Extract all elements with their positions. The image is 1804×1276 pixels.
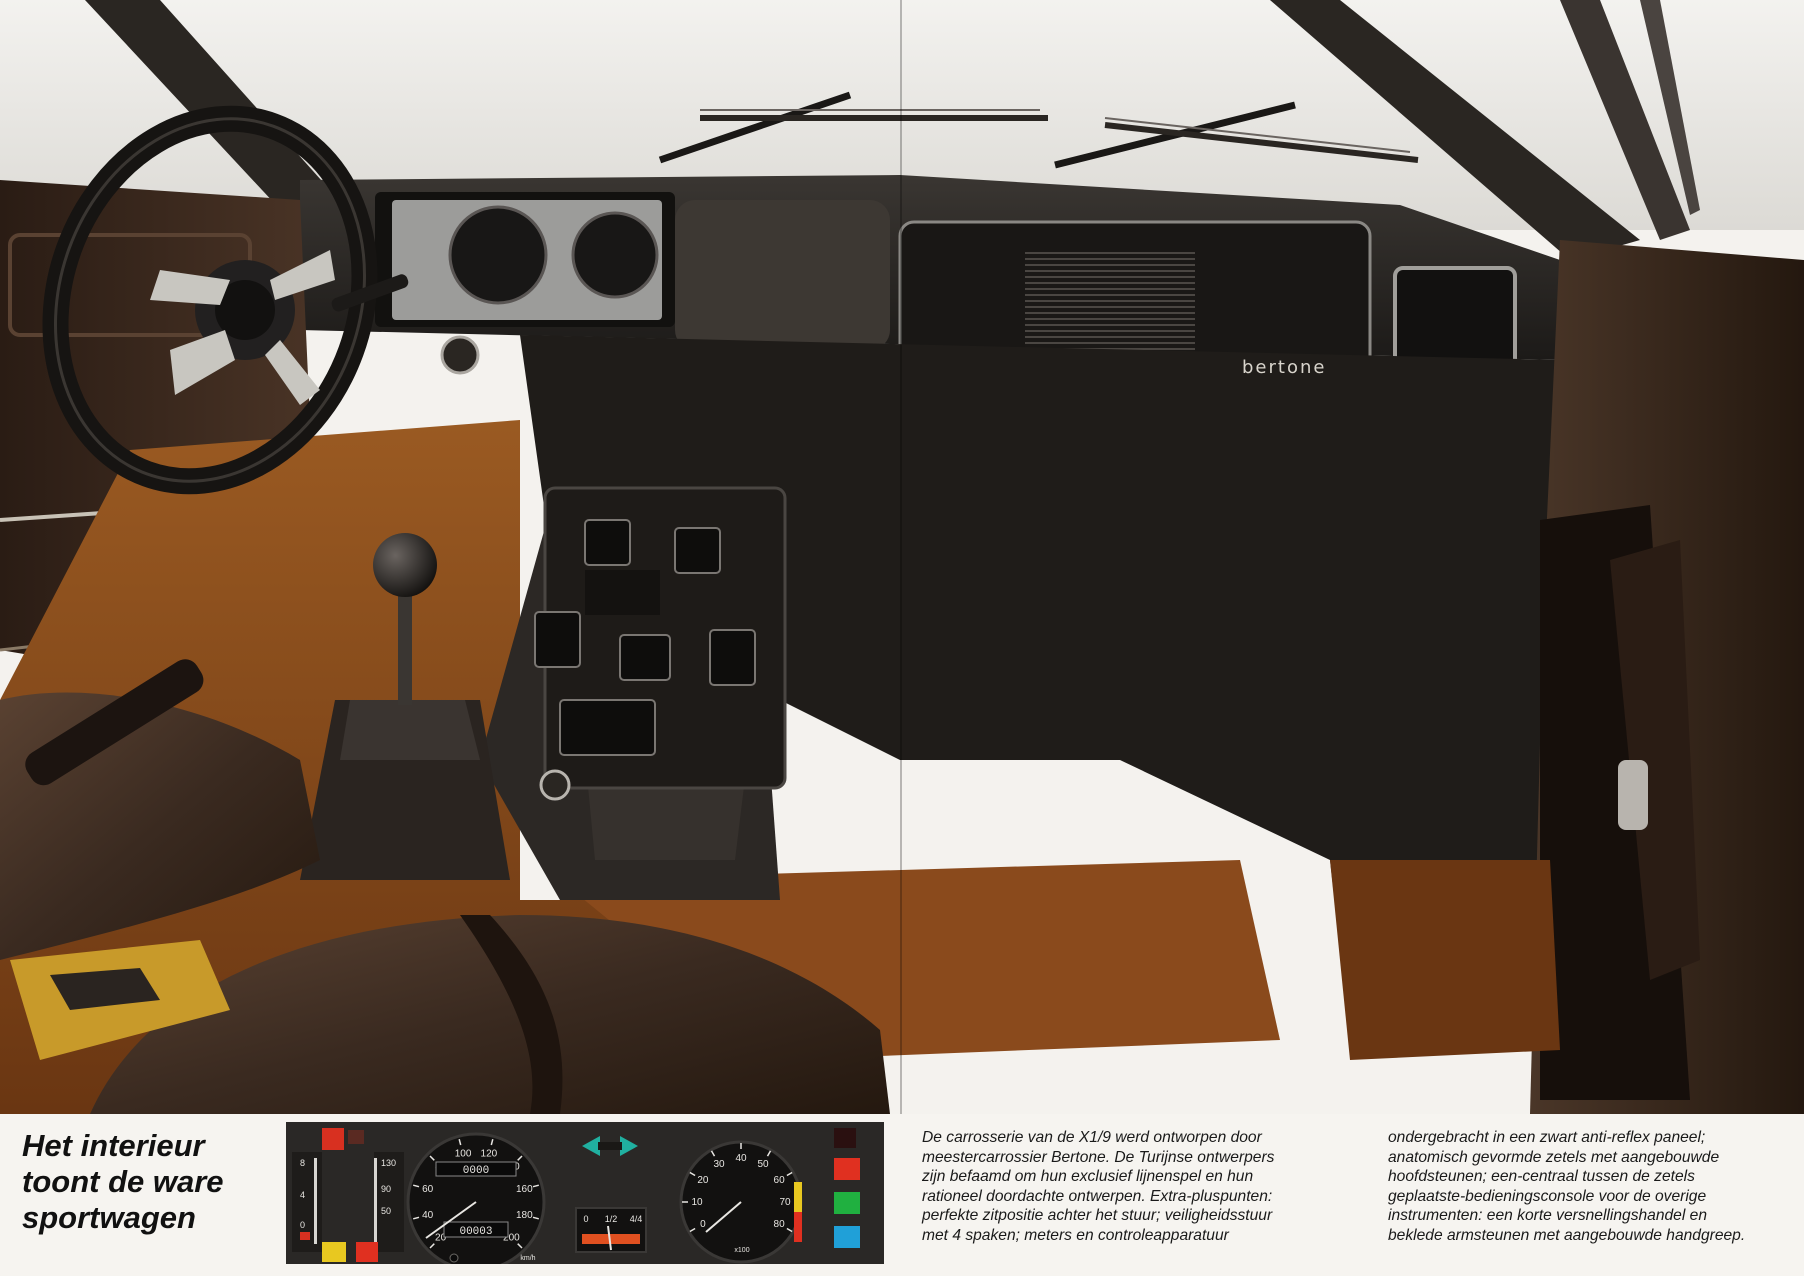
bertone-badge: bertone xyxy=(1242,357,1327,378)
speedo-tick-label: 120 xyxy=(481,1149,498,1160)
fuel-tick-0: 0 xyxy=(583,1214,588,1224)
tacho-tick-label: 0 xyxy=(700,1219,706,1230)
oil-tick-8: 8 xyxy=(300,1158,305,1168)
driver-seat xyxy=(0,659,320,960)
speedo-tick-label: 20 xyxy=(435,1232,447,1243)
body-text-line: perfekte zitpositie achter het stuur; ve… xyxy=(922,1207,1273,1225)
body-text-line: ondergebracht in een zwart anti-reflex p… xyxy=(1388,1129,1706,1146)
body-text-line: zijn befaamd om hun exclusief lijnenspel… xyxy=(922,1168,1254,1186)
steering-wheel xyxy=(42,105,480,495)
temp-tick-50: 50 xyxy=(381,1206,391,1216)
body-text-line: instrumenten: een korte versnellingshand… xyxy=(1388,1207,1708,1225)
headline-line-2: toont de ware xyxy=(22,1164,224,1199)
oil-tick-4: 4 xyxy=(300,1190,305,1200)
page-gutter xyxy=(900,0,902,1276)
tacho-tick-mark xyxy=(710,1150,716,1157)
tacho-tick-label: 10 xyxy=(691,1197,703,1208)
speedo-tick-mark xyxy=(532,1216,539,1220)
body-text-line: met 4 spaken; meters en controleapparatu… xyxy=(922,1226,1229,1244)
speedo-unit: km/h xyxy=(520,1255,535,1262)
headline-line-1: Het interieur xyxy=(22,1128,205,1163)
oil-tick-0: 0 xyxy=(300,1220,305,1230)
interior-photo xyxy=(0,0,1804,1114)
instrument-cluster-inset: 8 4 0 130 90 50 204060801001201401601802… xyxy=(286,1122,884,1264)
headline: Het interieur toont de ware sportwagen xyxy=(22,1128,292,1236)
tacho-tick-mark xyxy=(766,1150,772,1157)
speedo-tick-mark xyxy=(532,1184,539,1188)
tacho-tick-label: 50 xyxy=(757,1159,769,1170)
tacho-tick-label: 60 xyxy=(774,1175,786,1186)
body-text-column-1: De carrosserie van de X1/9 werd ontworpe… xyxy=(922,1128,1362,1246)
fuel-tick-half: 1/2 xyxy=(605,1214,618,1224)
gear-lever xyxy=(300,533,510,880)
temp-tick-130: 130 xyxy=(381,1158,396,1168)
speedo-tick-mark xyxy=(490,1139,494,1146)
tacho-unit: x100 xyxy=(734,1247,749,1254)
body-text-line: De carrosserie van de X1/9 werd ontworpe… xyxy=(922,1129,1262,1146)
temp-tick-90: 90 xyxy=(381,1184,391,1194)
headline-line-3: sportwagen xyxy=(22,1200,196,1235)
wiper-left xyxy=(658,91,1048,164)
tacho-tick-label: 30 xyxy=(713,1159,725,1170)
wiper-right xyxy=(1054,101,1419,169)
body-text-line: rationeel doordachte ontwerpen. Extra-pl… xyxy=(922,1187,1273,1205)
tacho-tick-label: 80 xyxy=(774,1219,786,1230)
odometer: 00003 xyxy=(459,1226,492,1238)
speedo-tick-label: 60 xyxy=(422,1184,434,1195)
body-text-line: meestercarrossier Bertone. De Turijnse o… xyxy=(922,1148,1275,1166)
tacho-tick-label: 20 xyxy=(697,1175,709,1186)
speedo-tick-mark xyxy=(429,1243,435,1249)
trip-counter: 0000 xyxy=(463,1165,489,1177)
speedo-tick-label: 180 xyxy=(516,1210,533,1221)
speedo-tick-mark xyxy=(413,1184,420,1188)
tacho-tick-mark xyxy=(786,1171,793,1177)
tacho-tick-mark xyxy=(689,1227,696,1233)
body-text-line: beklede armsteunen met aangebouwde handg… xyxy=(1388,1226,1746,1244)
tacho-tick-mark xyxy=(786,1227,793,1233)
fuel-tick-full: 4/4 xyxy=(630,1214,643,1224)
tacho-tick-label: 40 xyxy=(735,1153,747,1164)
speedo-tick-label: 160 xyxy=(516,1184,533,1195)
tacho-tick-mark xyxy=(689,1171,696,1177)
body-text-line: anatomisch gevormde zetels met aangebouw… xyxy=(1388,1148,1720,1166)
speedo-tick-mark xyxy=(517,1243,523,1249)
speedo-tick-mark xyxy=(517,1155,523,1161)
speedo-tick-mark xyxy=(458,1139,462,1146)
speedo-tick-label: 100 xyxy=(455,1149,472,1160)
body-text-column-2: ondergebracht in een zwart anti-reflex p… xyxy=(1388,1128,1798,1246)
speedo-tick-label: 200 xyxy=(503,1232,520,1243)
tacho-tick-label: 70 xyxy=(779,1197,791,1208)
passenger-seat xyxy=(90,915,890,1114)
speedo-tick-label: 40 xyxy=(422,1210,434,1221)
speedo-tick-mark xyxy=(413,1216,420,1220)
speedo-tick-mark xyxy=(429,1155,435,1161)
body-text-line: hoofdsteunen; een-centraal tussen de zet… xyxy=(1388,1168,1695,1186)
body-text-line: geplaatste-bedieningsconsole voor de ove… xyxy=(1388,1187,1707,1205)
